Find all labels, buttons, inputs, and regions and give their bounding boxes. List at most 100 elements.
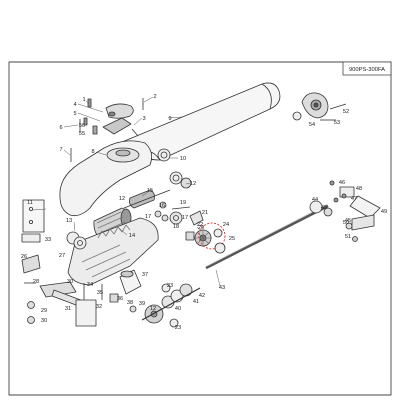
screw-1 xyxy=(87,98,92,108)
callout-3: 3 xyxy=(142,116,145,122)
screw-55 xyxy=(92,125,98,135)
motor-coil xyxy=(96,211,126,234)
leader-1 xyxy=(85,100,90,105)
callout-23: 23 xyxy=(167,283,173,289)
title-label: 900PS-300FA xyxy=(349,67,385,73)
leader-5 xyxy=(77,112,101,122)
callout-48: 48 xyxy=(356,186,362,192)
callout-1: 1 xyxy=(82,97,85,103)
callout-38: 38 xyxy=(127,300,133,306)
washer-38 xyxy=(129,305,137,313)
part-36 xyxy=(109,293,119,303)
washer-17b xyxy=(161,214,169,222)
bearing-13-inner xyxy=(77,240,83,246)
callout-22: 22 xyxy=(197,222,203,228)
callout-10: 10 xyxy=(180,156,186,162)
bearing-23b xyxy=(169,318,179,328)
callout-25: 25 xyxy=(229,236,235,242)
callout-30b: 30 xyxy=(67,279,73,285)
gear-22-teeth xyxy=(194,229,212,247)
callout-17b: 17 xyxy=(182,215,188,221)
callout-45: 45 xyxy=(321,205,327,211)
bearing-42 xyxy=(179,283,193,297)
armature-shaft xyxy=(123,189,171,209)
callout-28: 28 xyxy=(33,279,39,285)
callout-46: 46 xyxy=(339,180,345,186)
leader-15 xyxy=(141,191,149,197)
callout-34: 34 xyxy=(87,282,93,288)
release-key-ring xyxy=(108,111,116,117)
block-48 xyxy=(339,186,355,198)
callout-44: 44 xyxy=(312,197,318,203)
mounting-plate-11 xyxy=(22,199,45,233)
callout-12c: 12 xyxy=(150,306,156,312)
callout-12: 12 xyxy=(190,181,196,187)
housing-knob-top xyxy=(115,149,131,157)
callout-26: 26 xyxy=(21,254,27,260)
bearing-54 xyxy=(292,111,302,121)
leader-6 xyxy=(63,124,79,128)
plate-33 xyxy=(21,233,41,243)
release-key-plate xyxy=(102,117,132,135)
callout-12b: 12 xyxy=(119,196,125,202)
callout-45b: 45 xyxy=(345,218,351,224)
callout-40: 40 xyxy=(175,306,181,312)
ring-12b xyxy=(180,177,192,189)
leader-7 xyxy=(63,149,71,156)
callout-31: 31 xyxy=(65,306,71,312)
callout-8: 8 xyxy=(91,149,94,155)
bracket-28 xyxy=(39,281,77,298)
callout-5: 5 xyxy=(73,111,76,117)
callout-11: 11 xyxy=(27,200,33,206)
ring-10a xyxy=(157,148,171,162)
screw-shaft xyxy=(205,204,329,270)
callout-56: 56 xyxy=(79,123,85,129)
bearing-45a xyxy=(323,207,333,217)
leader-9 xyxy=(167,116,183,119)
leader-2 xyxy=(143,96,154,103)
callout-30: 30 xyxy=(41,318,47,324)
release-lever xyxy=(105,103,134,119)
callout-14: 14 xyxy=(129,233,135,239)
screw-shaft-highlight xyxy=(206,203,329,267)
shaft-lower xyxy=(141,287,201,321)
leader-43 xyxy=(215,269,221,287)
leader-13 xyxy=(73,221,76,232)
callout-27: 27 xyxy=(59,253,65,259)
bearing-18-inner xyxy=(173,215,179,221)
bracket-26 xyxy=(21,254,41,274)
callout-54: 54 xyxy=(309,122,315,128)
washer-17 xyxy=(154,210,162,218)
callout-13: 13 xyxy=(66,218,72,224)
callout-6: 6 xyxy=(59,125,62,131)
bearing-13b xyxy=(73,236,87,250)
gear-20 xyxy=(189,210,204,226)
callout-42: 42 xyxy=(199,293,205,299)
screw-56 xyxy=(83,117,88,126)
callout-50: 50 xyxy=(343,220,349,226)
screw-46a xyxy=(329,180,335,186)
callout-2: 2 xyxy=(153,94,156,100)
washer-29b xyxy=(27,316,35,324)
bearing-44 xyxy=(309,200,323,214)
highlight-circle xyxy=(198,222,226,250)
washer-51 xyxy=(352,236,358,242)
callout-41: 41 xyxy=(193,299,199,305)
pin-19 xyxy=(171,206,191,210)
bearing-18 xyxy=(169,211,183,225)
ring-10a-inner xyxy=(160,151,168,159)
callout-21: 21 xyxy=(202,210,208,216)
bearing-23a xyxy=(161,283,171,293)
callout-51: 51 xyxy=(345,234,351,240)
callout-47: 47 xyxy=(351,196,357,202)
gear-housing-teeth xyxy=(97,224,131,239)
callout-52: 52 xyxy=(343,109,349,115)
ring-12a xyxy=(169,171,183,185)
cylinder-37-end xyxy=(120,270,134,278)
callout-4: 4 xyxy=(73,102,76,108)
bearing-25 xyxy=(214,242,226,254)
plate-32 xyxy=(75,299,97,327)
callout-35: 35 xyxy=(97,290,103,296)
